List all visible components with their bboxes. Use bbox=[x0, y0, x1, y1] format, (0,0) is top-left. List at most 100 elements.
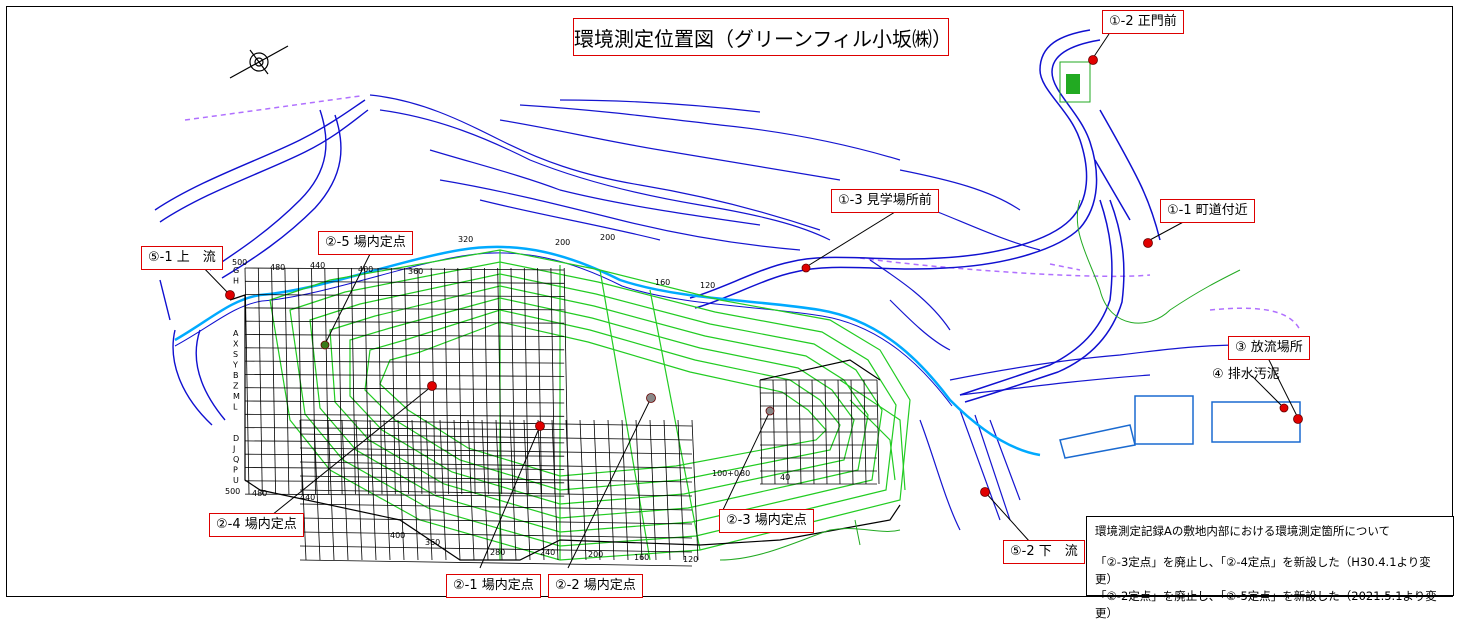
grid-line bbox=[551, 419, 559, 561]
grid-line bbox=[439, 419, 447, 561]
svg-text:400: 400 bbox=[390, 531, 405, 540]
label-point-3: ③ 放流場所 bbox=[1228, 336, 1310, 360]
stream-bank bbox=[174, 252, 953, 407]
label-point-1-1: ①-1 町道付近 bbox=[1160, 199, 1255, 223]
grid-line bbox=[537, 419, 545, 561]
north-arrow-icon bbox=[229, 45, 289, 79]
point-1-3 bbox=[801, 263, 811, 273]
grid-line bbox=[649, 419, 657, 561]
svg-text:200: 200 bbox=[555, 238, 570, 247]
svg-text:200: 200 bbox=[588, 550, 603, 559]
grid-line bbox=[299, 433, 693, 441]
grid-line bbox=[284, 267, 290, 495]
label-point-5-2: ⑤-2 下 流 bbox=[1003, 540, 1085, 564]
grid-line bbox=[244, 480, 565, 484]
grid-line bbox=[470, 267, 476, 495]
grid-line bbox=[257, 267, 263, 495]
grid-line bbox=[299, 489, 693, 497]
grid-line bbox=[579, 419, 587, 561]
grid-line bbox=[244, 440, 565, 444]
grid-line bbox=[369, 419, 377, 561]
point-2-3 bbox=[765, 406, 775, 416]
grid-line bbox=[351, 267, 356, 495]
grid-line bbox=[404, 267, 409, 495]
grid-line bbox=[244, 427, 565, 430]
grid-line bbox=[311, 267, 316, 495]
grid-line bbox=[299, 447, 693, 455]
grid-line bbox=[663, 419, 671, 561]
grid-line bbox=[495, 419, 503, 561]
row-letter: L bbox=[233, 403, 238, 412]
point-5-1 bbox=[225, 290, 235, 300]
grid-line bbox=[523, 267, 529, 495]
grid-line bbox=[244, 453, 565, 457]
row-letter: S bbox=[233, 350, 238, 359]
grid-line bbox=[244, 387, 565, 391]
landfill-contours bbox=[269, 249, 911, 561]
grid-line bbox=[453, 419, 461, 561]
site-map: 320 500 480 440 400 360 500 480 440 400 … bbox=[154, 29, 1303, 569]
grid-line bbox=[244, 294, 565, 297]
point-4 bbox=[1279, 403, 1289, 413]
grid-line bbox=[244, 374, 565, 377]
grid-line bbox=[876, 379, 880, 485]
svg-text:100+0: 100+0 bbox=[712, 469, 739, 478]
grid-line bbox=[550, 267, 556, 495]
grid-line bbox=[324, 267, 330, 495]
svg-text:480: 480 bbox=[270, 263, 285, 272]
svg-text:120: 120 bbox=[683, 555, 698, 564]
grid-line bbox=[244, 467, 565, 470]
grid-line bbox=[607, 419, 615, 561]
grid-line bbox=[355, 419, 363, 561]
label-point-4: ④ 排水汚泥 bbox=[1212, 367, 1280, 382]
grid-line bbox=[299, 503, 693, 511]
svg-text:120: 120 bbox=[700, 281, 715, 290]
label-point-1-2: ①-2 正門前 bbox=[1102, 10, 1184, 34]
grid-line bbox=[244, 400, 565, 404]
grid-line bbox=[244, 360, 565, 364]
grid-line bbox=[244, 280, 565, 284]
grid-line bbox=[337, 267, 343, 495]
svg-text:200: 200 bbox=[600, 233, 615, 242]
grid-line bbox=[327, 419, 335, 561]
svg-text:360: 360 bbox=[408, 267, 423, 276]
grid-line bbox=[523, 419, 531, 561]
row-letter: P bbox=[233, 466, 238, 475]
grid-line bbox=[635, 419, 643, 561]
note-line-2: 「②-2定点」を廃止し、「②-5定点」を新設した（2021.5.1より変更） bbox=[1095, 589, 1437, 620]
row-letter: J bbox=[232, 445, 235, 454]
grid-line bbox=[299, 419, 693, 427]
svg-text:240: 240 bbox=[540, 548, 555, 557]
label-point-2-5: ②-5 場内定点 bbox=[318, 231, 413, 255]
svg-text:40: 40 bbox=[780, 473, 790, 482]
grid-line bbox=[411, 419, 419, 561]
west-road bbox=[154, 99, 369, 426]
grid-line bbox=[299, 545, 693, 553]
svg-text:400: 400 bbox=[358, 265, 373, 274]
label-point-5-1: ⑤-1 上 流 bbox=[141, 246, 223, 270]
grid-line bbox=[244, 307, 565, 311]
grid-line bbox=[397, 419, 405, 561]
grid-line bbox=[430, 267, 436, 495]
grid-line bbox=[299, 461, 693, 469]
grid-line bbox=[565, 419, 573, 561]
change-note-box: 環境測定記録Aの敷地内部における環境測定箇所について 「②-3定点」を廃止し、「… bbox=[1086, 516, 1454, 620]
grid-line bbox=[621, 419, 629, 561]
grid-line bbox=[299, 517, 693, 525]
grid-line bbox=[244, 267, 565, 271]
svg-text:440: 440 bbox=[310, 261, 325, 270]
south-path bbox=[719, 519, 901, 561]
grid-line bbox=[299, 559, 693, 567]
label-point-2-2: ②-2 場内定点 bbox=[548, 574, 643, 598]
grid-line bbox=[417, 267, 423, 495]
row-letter: B bbox=[233, 371, 239, 380]
point-2-4 bbox=[427, 381, 437, 391]
grid-line bbox=[341, 419, 349, 561]
svg-text:80: 80 bbox=[740, 469, 750, 478]
row-letter: Q bbox=[233, 455, 239, 464]
grid-line bbox=[377, 267, 383, 495]
grid-line bbox=[271, 267, 276, 495]
grid-line bbox=[244, 347, 565, 351]
map-frame bbox=[6, 6, 1453, 597]
